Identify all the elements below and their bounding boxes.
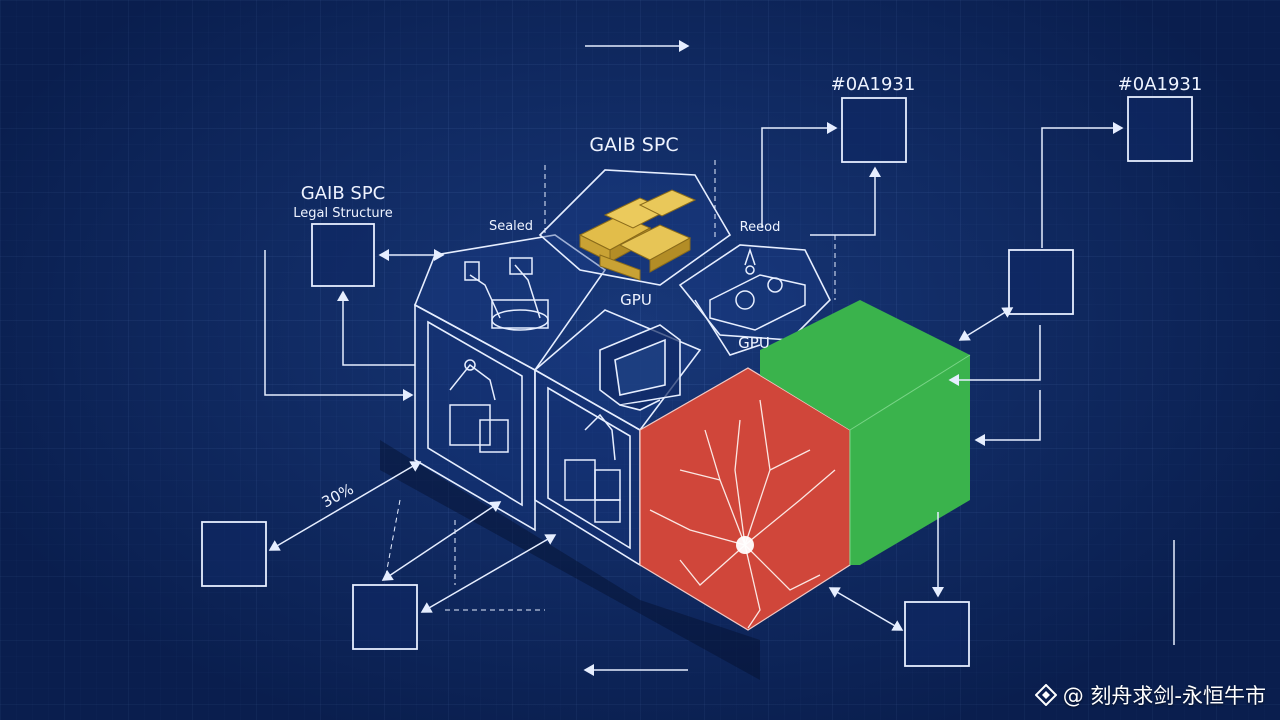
sealed-label: Sealed [489,219,533,234]
gaib-left-title: GAIB SPC [301,183,386,204]
gpu-monitor-icon [599,324,681,411]
right-mid-box [1008,249,1074,315]
hex-code-label-2: #0A1931 [1118,74,1203,95]
robot-arm-small-icon [449,359,621,523]
percent-label: 30% [319,480,357,512]
bottom-center-box [352,584,418,650]
gaib-top-title: GAIB SPC [589,134,678,156]
watermark: @ 刻舟求剑-永恒牛市 [1034,680,1266,710]
mid-block-inner [547,386,631,550]
right-hex-top [678,244,831,341]
machine-device-icon [709,247,806,331]
left-block-inner [427,320,523,507]
connector-edge [694,299,761,356]
bottom-right-box [904,601,970,667]
hex-code-label-1: #0A1931 [831,74,916,95]
left-bottom-box [201,521,267,587]
block-shadow [380,440,760,680]
gpu-label-mid: GPU [738,334,770,352]
gpu-label-top: GPU [620,291,652,309]
diamond-logo-icon [1034,684,1057,706]
gold-bars-icon [578,189,697,281]
node-boxes [201,96,1193,667]
hex-box-2 [1127,96,1193,162]
left-block-top [413,234,607,372]
connector-arrows [264,40,1175,676]
reeod-label: Reeod [740,220,781,235]
green-block [760,300,971,565]
robot-arm-icon [464,257,549,331]
legal-structure-box [311,223,375,287]
hex-box-1 [841,97,907,163]
gaib-left-subtitle: Legal Structure [293,206,392,221]
watermark-text: @ 刻舟求剑-永恒牛市 [1062,684,1266,708]
